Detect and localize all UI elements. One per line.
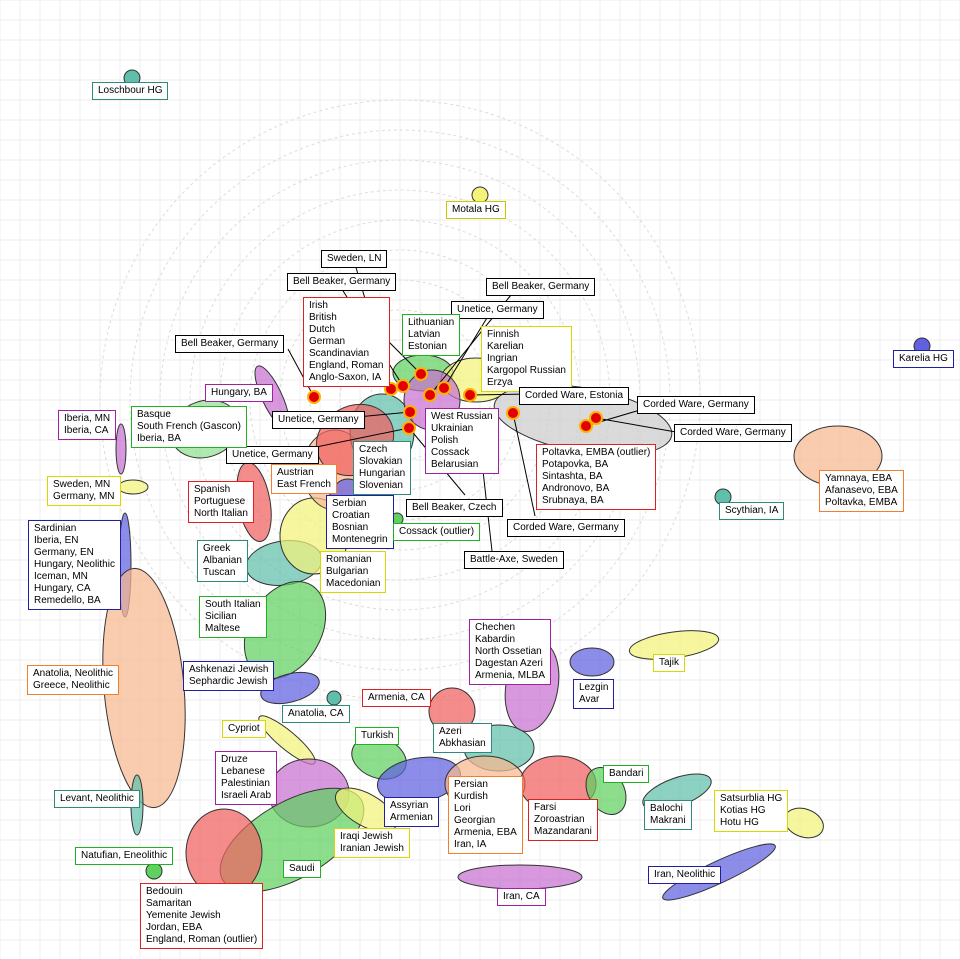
label-cw-germany-1: Corded Ware, Germany [637,396,755,414]
label-finnish: Finnish Karelian Ingrian Kargopol Russia… [481,326,572,392]
cluster-iberia_mn [115,423,127,475]
label-irish: Irish British Dutch German Scandinavian … [303,297,390,387]
label-serbian: Serbian Croatian Bosnian Montenegrin [326,495,394,549]
sample-dot [437,381,451,395]
label-baltic: Lithuanian Latvian Estonian [402,314,461,356]
label-druze: Druze Lebanese Palestinian Israeli Arab [215,751,278,805]
sample-dot [402,421,416,435]
label-lezgin: Lezgin Avar [573,679,615,709]
label-azeri: Azeri Abkhasian [433,723,492,753]
label-assyrian: Assyrian Armenian [384,797,439,827]
cluster-ashkenazi [260,671,320,705]
label-romanian: Romanian Bulgarian Macedonian [320,551,387,593]
label-unetice-1: Unetice, Germany [451,301,544,319]
connector-line [595,417,677,433]
label-cw-germany-2: Corded Ware, Germany [674,424,792,442]
marker-anatolia_ca [326,690,342,706]
cluster-lezgin [569,647,615,677]
label-basque: Basque South French (Gascon) Iberia, BA [131,406,247,448]
sample-dot [414,367,428,381]
label-bb-germany-2: Bell Beaker, Germany [486,278,596,296]
label-karelia: Karelia HG [893,350,954,368]
label-saudi: Saudi [283,860,321,878]
label-west-russian: West Russian Ukrainian Polish Cossack Be… [425,408,499,474]
marker-natufian [145,862,163,880]
label-loschbour: Loschbour HG [92,82,169,100]
label-anatolia-ca: Anatolia, CA [282,705,350,723]
label-hungary-ba: Hungary, BA [205,384,273,402]
cluster-sweden_mn [117,479,149,495]
label-iran-neo: Iran, Neolithic [648,866,722,884]
label-unetice-2: Unetice, Germany [272,411,365,429]
label-iraqi-jewish: Iraqi Jewish Iranian Jewish [334,828,410,858]
label-cossack-outlier: Cossack (outlier) [393,523,481,541]
label-scythian: Scythian, IA [719,502,785,520]
label-yamnaya: Yamnaya, EBA Afanasevo, EBA Poltavka, EM… [819,470,904,512]
sample-dot [463,388,477,402]
sample-dot [506,406,520,420]
label-farsi: Farsi Zoroastrian Mazandarani [528,799,598,841]
label-ashkenazi: Ashkenazi Jewish Sephardic Jewish [183,661,275,691]
label-satsurblia: Satsurblia HG Kotias HG Hotu HG [714,790,789,832]
label-bb-germany-1: Bell Beaker, Germany [287,273,397,291]
sample-dot [307,390,321,404]
label-greek: Greek Albanian Tuscan [197,540,248,582]
connector-line [443,312,491,389]
label-armenia-ca: Armenia, CA [362,689,431,707]
label-cypriot: Cypriot [222,720,266,738]
cluster-iran_ca [457,864,583,890]
label-bb-czech: Bell Beaker, Czech [406,499,503,517]
label-turkish: Turkish [355,727,400,745]
label-poltavka: Poltavka, EMBA (outlier) Potapovka, BA S… [536,444,657,510]
label-unetice-3: Unetice, Germany [226,446,319,464]
label-cw-estonia: Corded Ware, Estonia [519,387,630,405]
label-bedouin: Bedouin Samaritan Yemenite Jewish Jordan… [140,883,264,949]
sample-dot [403,405,417,419]
sample-dot [579,419,593,433]
label-chechen: Chechen Kabardin North Ossetian Dagestan… [469,619,552,685]
label-motala: Motala HG [446,201,506,219]
label-persian: Persian Kurdish Lori Georgian Armenia, E… [448,776,523,854]
label-spanish: Spanish Portuguese North Italian [188,481,254,523]
sample-dot [423,388,437,402]
label-natufian: Natufian, Eneolithic [75,847,174,865]
label-bb-germany-3: Bell Beaker, Germany [175,335,285,353]
label-levant-neo: Levant, Neolithic [54,790,140,808]
sample-dot [589,411,603,425]
label-cw-germany-3: Corded Ware, Germany [507,519,625,537]
label-sweden-ln: Sweden, LN [321,250,388,268]
label-sweden-mn: Sweden, MN Germany, MN [47,476,121,506]
label-balochi: Balochi Makrani [644,800,692,830]
label-iran-ca: Iran, CA [497,888,546,906]
label-sardinian: Sardinian Iberia, EN Germany, EN Hungary… [28,520,121,610]
label-battle-axe: Battle-Axe, Sweden [464,551,564,569]
sample-dot [396,379,410,393]
connector-line [512,412,536,517]
label-czech: Czech Slovakian Hungarian Slovenian [353,441,412,495]
label-bandari: Bandari [603,765,650,783]
label-iberia-mn: Iberia, MN Iberia, CA [58,410,117,440]
cluster-iraqi_jewish [334,787,398,833]
label-south-italian: South Italian Sicilian Maltese [199,596,267,638]
label-austrian: Austrian East French [271,464,337,494]
label-tajik: Tajik [653,654,686,672]
label-anatolia-neo: Anatolia, Neolithic Greece, Neolithic [27,665,120,695]
connector-line [287,348,315,398]
